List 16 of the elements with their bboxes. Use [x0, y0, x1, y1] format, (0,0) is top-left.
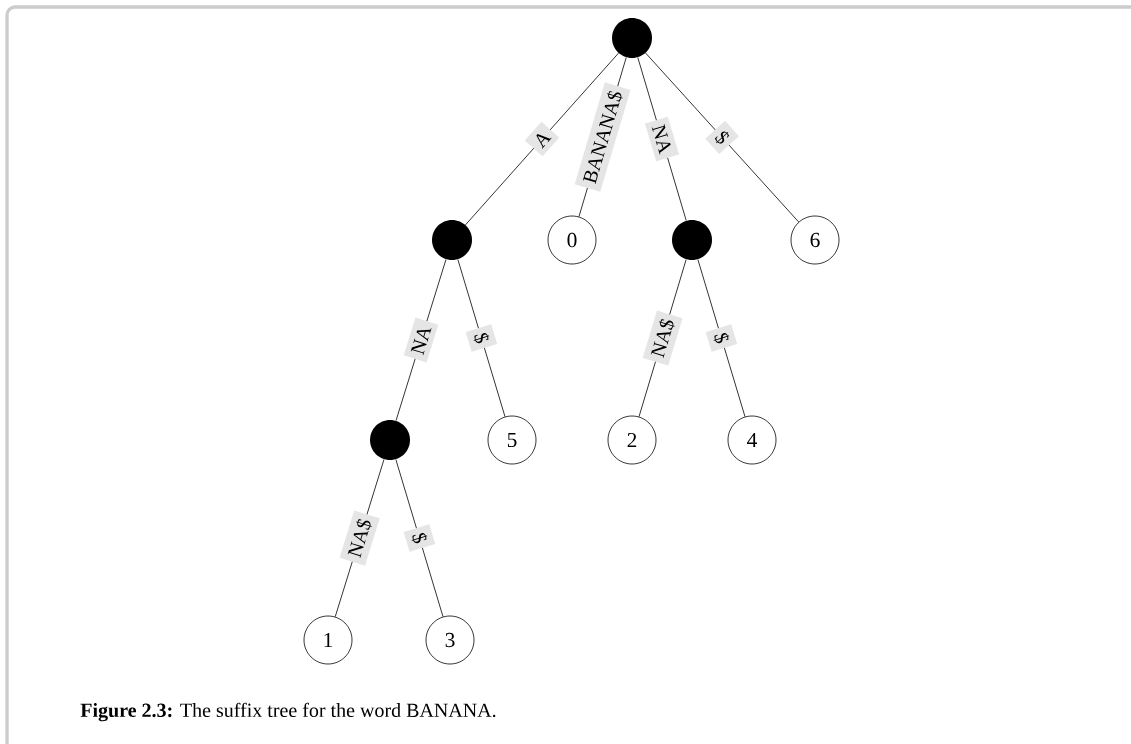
edge-label: $	[705, 324, 738, 352]
filled-dot	[432, 220, 472, 260]
edge-label: $	[403, 524, 436, 552]
filled-dot	[612, 18, 652, 58]
tree-edge	[465, 52, 619, 226]
edge-label: $	[465, 324, 498, 352]
edge-label: NA$	[339, 510, 380, 566]
figure-caption: Figure 2.3: The suffix tree for the word BANANA.	[80, 702, 496, 722]
edge-label: A	[524, 121, 560, 157]
filled-dot	[370, 420, 410, 460]
filled-dot	[672, 220, 712, 260]
edge-label: $	[705, 120, 739, 155]
edge-label: NA	[403, 317, 439, 363]
tree-edge	[645, 52, 800, 223]
edge-label: NA	[644, 116, 680, 162]
edge-label: NA$	[642, 310, 683, 366]
